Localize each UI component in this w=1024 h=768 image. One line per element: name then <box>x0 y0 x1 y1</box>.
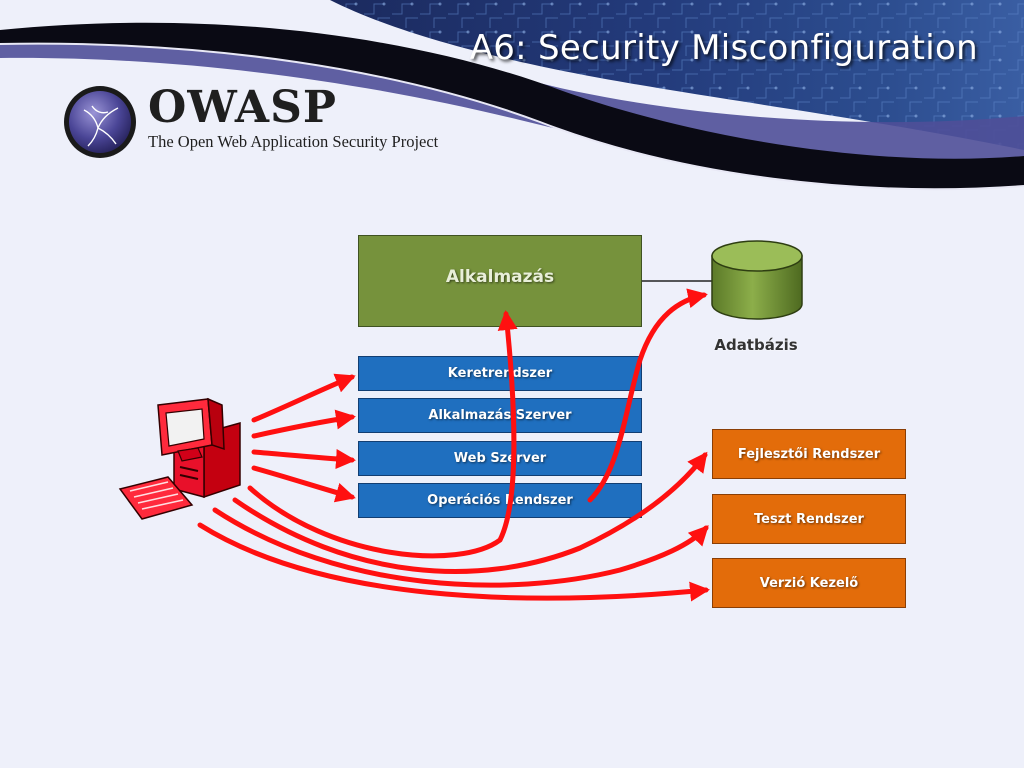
application-box: Alkalmazás <box>358 235 642 327</box>
env-development-system: Fejlesztői Rendszer <box>712 429 906 479</box>
slide-title: A6: Security Misconfiguration <box>469 28 978 68</box>
layer-operating-system: Operációs Rendszer <box>358 483 642 518</box>
layer-web-server: Web Szerver <box>358 441 642 476</box>
env-version-control: Verzió Kezelő <box>712 558 906 608</box>
database-cylinder-icon <box>711 240 803 320</box>
arrow-to-test-system <box>212 507 709 588</box>
logo-wordmark: OWASP <box>148 82 337 133</box>
arrow-to-operating-system <box>251 465 356 503</box>
layer-framework: Keretrendszer <box>358 356 642 391</box>
layer-application-server: Alkalmazás Szerver <box>358 398 642 433</box>
arrow-to-web-server <box>251 449 356 469</box>
env-test-system: Teszt Rendszer <box>712 494 906 544</box>
header-banner <box>0 0 1024 191</box>
computer-terminal-icon <box>118 397 241 520</box>
arrow-to-framework <box>251 373 356 423</box>
logo-tagline: The Open Web Application Security Projec… <box>148 132 439 151</box>
arrow-to-version-control <box>197 522 710 602</box>
arrow-to-application <box>247 310 518 559</box>
owasp-wasp-logo-icon <box>64 86 136 158</box>
database-label: Adatbázis <box>714 336 798 354</box>
arrow-to-application-server <box>251 409 356 439</box>
